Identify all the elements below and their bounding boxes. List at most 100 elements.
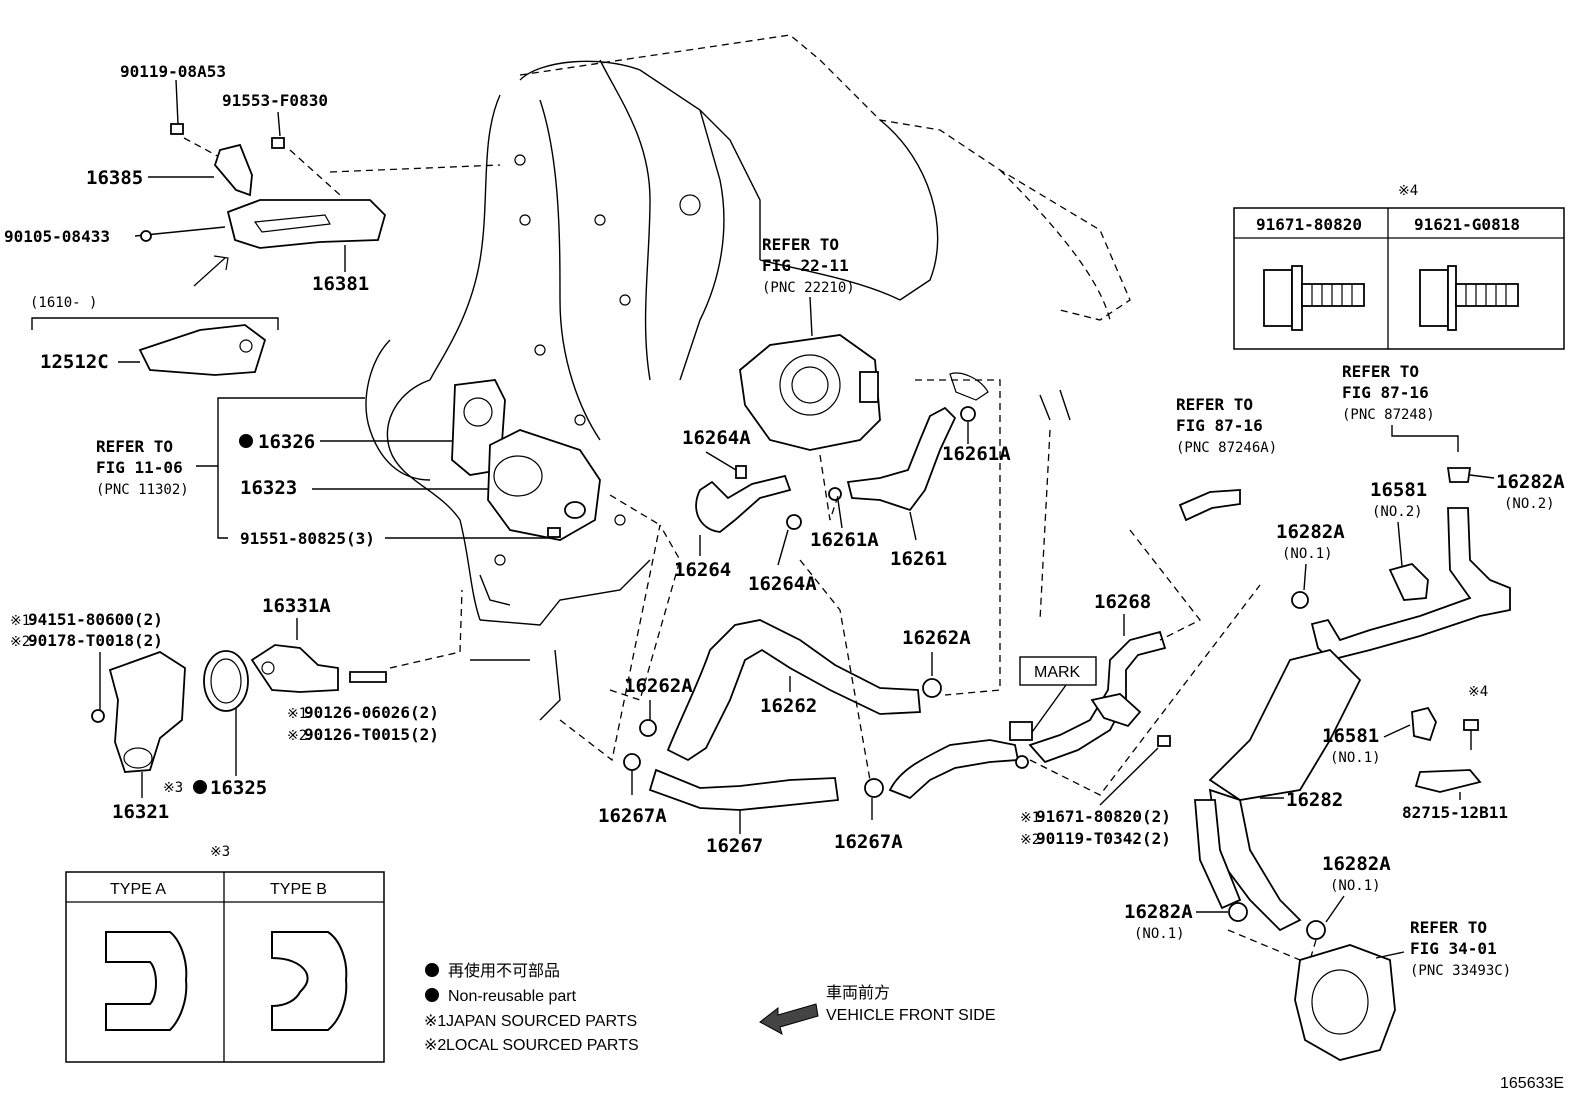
label-16282A: 16282A xyxy=(1124,901,1193,923)
refer-fig-text: FIG 87-16 xyxy=(1342,383,1429,402)
note-mark-3: ※3 xyxy=(163,780,183,796)
label-16262A: 16262A xyxy=(902,627,971,649)
label-16264A: 16264A xyxy=(748,573,817,595)
note-mark-2: ※2 xyxy=(287,728,307,744)
note-mark-1: ※1 xyxy=(10,613,30,629)
legend-non-reusable: Non-reusable part xyxy=(448,988,577,1005)
clamp-16581-no1 xyxy=(1411,706,1437,742)
bracket-icon xyxy=(1009,721,1033,741)
direction-en: VEHICLE FRONT SIDE xyxy=(826,1007,996,1024)
clip-16262A xyxy=(922,678,942,698)
diagram-id: 165633E xyxy=(1500,1075,1564,1092)
note-mark-1: ※1 xyxy=(287,706,307,722)
non-reusable-dot-icon xyxy=(425,963,439,977)
flange-bolt-icon xyxy=(1263,265,1365,331)
bracket-16381 xyxy=(226,199,387,249)
legend-jp: 再使用不可部品 xyxy=(448,962,560,980)
label-16262: 16262 xyxy=(760,695,817,717)
label-16262A: 16262A xyxy=(624,675,693,697)
clip-16264A xyxy=(786,514,802,530)
clip-16262A xyxy=(639,719,657,737)
refer-to-text: REFER TO xyxy=(96,437,173,456)
bolt-91553-F0830 xyxy=(271,137,285,149)
type-b-header: TYPE B xyxy=(270,881,327,898)
note-mark-2: ※2 xyxy=(1020,832,1040,848)
label-16268: 16268 xyxy=(1094,591,1151,613)
mark-box xyxy=(1019,656,1097,686)
legend-japan-sourced: JAPAN SOURCED PARTS xyxy=(446,1013,637,1030)
throttle-body-icon xyxy=(739,334,881,451)
label-no2: (NO.2) xyxy=(1504,496,1555,512)
note-mark-3: ※3 xyxy=(210,844,230,860)
bolt-91671 xyxy=(1015,755,1029,769)
label-16282A: 16282A xyxy=(1496,471,1565,493)
refer-pnc-text: (PNC 87248) xyxy=(1342,407,1435,423)
hose-16264 xyxy=(695,474,792,533)
label-90126-06026: 90126-06026(2) xyxy=(304,703,439,722)
clip-16267A xyxy=(864,778,884,798)
label-16381: 16381 xyxy=(312,273,369,295)
water-inlet-16321 xyxy=(108,651,186,773)
label-16261A: 16261A xyxy=(942,443,1011,465)
note-mark-1: ※1 xyxy=(1020,810,1040,826)
label-16321: 16321 xyxy=(112,801,169,823)
clip-16267A xyxy=(623,753,641,771)
refer-fig-text: FIG 22-11 xyxy=(762,256,849,275)
clip-16282A xyxy=(1306,920,1326,940)
mark-label: MARK xyxy=(1034,664,1081,681)
refer-to-text: REFER TO xyxy=(1342,362,1419,381)
hose-16282-body xyxy=(1208,649,1362,801)
refer-pnc-text: (PNC 33493C) xyxy=(1410,963,1511,979)
clip-16261A xyxy=(960,406,976,422)
hose-16282-branch-b xyxy=(1194,799,1242,910)
gasket-type-b-icon xyxy=(271,931,348,1031)
clamp-16581 xyxy=(1388,562,1429,601)
label-16261A: 16261A xyxy=(810,529,879,551)
bolt-table-header-2: 91621-G0818 xyxy=(1414,215,1520,234)
bolt-icon xyxy=(1463,719,1479,731)
refer-fig-text: FIG 87-16 xyxy=(1176,416,1263,435)
label-16581: 16581 xyxy=(1322,725,1379,747)
label-90126-T0015: 90126-T0015(2) xyxy=(304,725,439,744)
hose-16267 xyxy=(648,768,840,811)
label-94151-80600: 94151-80600(2) xyxy=(28,610,163,629)
bolt-91551 xyxy=(547,527,561,538)
arrow-icon xyxy=(193,255,229,287)
label-16326: 16326 xyxy=(258,431,315,453)
refer-pnc-text: (PNC 11302) xyxy=(96,482,189,498)
label-82715-12B11: 82715-12B11 xyxy=(1402,803,1508,822)
bolt-90105-08433 xyxy=(140,230,152,242)
thermostat-16331A xyxy=(250,644,339,693)
water-outlet-16323 xyxy=(487,429,601,541)
label-16282A: 16282A xyxy=(1322,853,1391,875)
engine-block-outline xyxy=(365,34,1131,721)
label-no1: (NO.1) xyxy=(1330,878,1381,894)
bracket-icon xyxy=(1090,693,1142,728)
label-no2: (NO.2) xyxy=(1372,504,1423,520)
note-mark-1: ※1 xyxy=(424,1013,446,1030)
label-90119-T0342: 90119-T0342(2) xyxy=(1036,829,1171,848)
hose-connector xyxy=(888,739,1020,800)
vehicle-direction: 車両前方 VEHICLE FRONT SIDE xyxy=(759,984,996,1036)
water-inlet-group: REFER TO FIG 11-06 (PNC 11302) 16326 163… xyxy=(10,379,661,823)
note-mark-4: ※4 xyxy=(1398,183,1418,199)
note-mark-4: ※4 xyxy=(1468,684,1488,700)
note-mark-2: ※2 xyxy=(424,1037,446,1054)
label-16323: 16323 xyxy=(240,477,297,499)
label-16581: 16581 xyxy=(1370,479,1427,501)
bracket-group: 90119-08A53 91553-F0830 16385 90105-0843… xyxy=(4,62,501,376)
hex-bolt-icon xyxy=(1419,265,1519,331)
label-90105-08433: 90105-08433 xyxy=(4,227,110,246)
label-90119-08A53: 90119-08A53 xyxy=(120,62,226,81)
label-16325: 16325 xyxy=(210,777,267,799)
hose-16268 xyxy=(1028,630,1167,764)
hose-87246A xyxy=(1178,489,1241,522)
clip-16282A xyxy=(1291,591,1309,609)
label-12512C: 12512C xyxy=(40,351,109,373)
clip-16282A xyxy=(1446,467,1472,483)
refer-to-text: REFER TO xyxy=(1410,918,1487,937)
label-no1: (NO.1) xyxy=(1282,546,1333,562)
label-90178-T0018: 90178-T0018(2) xyxy=(28,631,163,650)
refer-pnc-text: (PNC 87246A) xyxy=(1176,440,1277,456)
